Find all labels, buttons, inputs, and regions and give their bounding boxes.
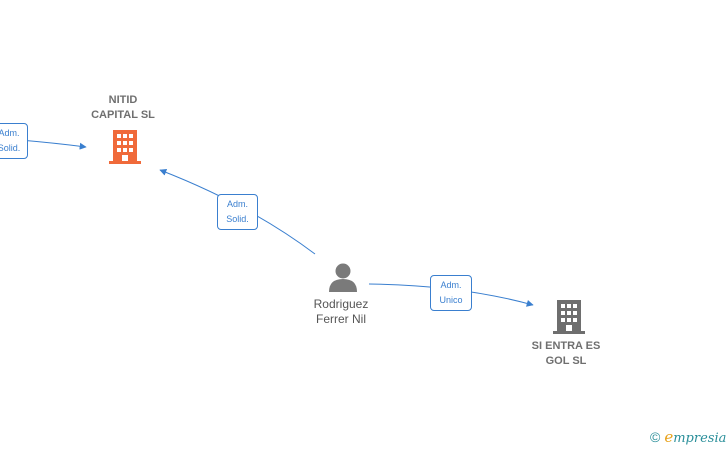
company-label-nitid[interactable]: NITID CAPITAL SL — [91, 94, 155, 121]
brand-initial: e — [664, 428, 674, 446]
person-label-rodriguez[interactable]: Rodriguez Ferrer Nil — [313, 297, 369, 326]
building-icon — [109, 130, 141, 164]
edge-role: Adm. — [0, 128, 20, 138]
edge-role-type: Unico — [439, 295, 463, 305]
copyright-symbol: © — [650, 429, 661, 445]
edge-label-rodriguez-nitid: Adm. Solid. — [217, 194, 258, 230]
company-label-si-entra[interactable]: SI ENTRA ES GOL SL — [531, 340, 601, 367]
edge-role-type: Solid. — [226, 214, 249, 224]
building-icon — [553, 300, 585, 334]
edge-role: Adm. — [440, 280, 462, 290]
edge-label-offscreen-nitid: Adm. Solid. — [0, 123, 28, 159]
brand-logo: ©empresia — [650, 428, 726, 446]
edge-role-type: Solid. — [0, 143, 21, 153]
edge-label-rodriguez-sientra: Adm. Unico — [430, 275, 472, 311]
person-icon — [329, 263, 357, 292]
brand-name: mpresia — [673, 431, 727, 446]
edge-line-offscreen-nitid — [19, 139, 87, 150]
edge-role: Adm. — [226, 199, 248, 209]
